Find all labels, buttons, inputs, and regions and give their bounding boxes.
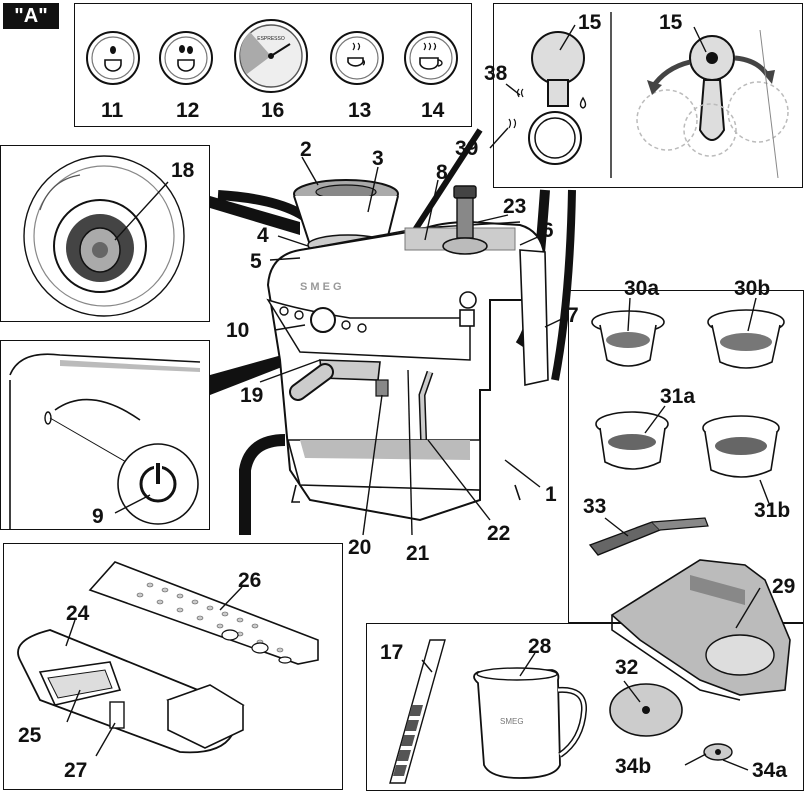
gauge-word: ESPRESSO bbox=[257, 36, 285, 42]
callout-28: 28 bbox=[528, 635, 552, 658]
callout-2: 2 bbox=[300, 138, 312, 161]
steam-knob-left bbox=[508, 31, 587, 165]
button-cup-steam-icon bbox=[330, 31, 384, 85]
pressure-gauge-icon: ESPRESSO bbox=[234, 19, 308, 93]
callout-29: 29 bbox=[772, 575, 796, 598]
callout-19: 19 bbox=[240, 384, 264, 407]
callout-14: 14 bbox=[421, 99, 445, 122]
callout-39: 39 bbox=[455, 137, 479, 160]
jug-brand: SMEG bbox=[500, 717, 524, 726]
callout-17: 17 bbox=[380, 641, 404, 664]
callout-1: 1 bbox=[545, 483, 557, 506]
callout-4: 4 bbox=[257, 224, 269, 247]
callout-8: 8 bbox=[436, 161, 448, 184]
callout-7: 7 bbox=[567, 304, 579, 327]
drip-tray-parts bbox=[17, 561, 319, 754]
callout-23: 23 bbox=[503, 195, 527, 218]
callout-38: 38 bbox=[484, 62, 508, 85]
cleaning-tool bbox=[588, 517, 709, 556]
callout-24: 24 bbox=[66, 602, 90, 625]
callout-34a: 34a bbox=[752, 759, 788, 782]
callout-10: 10 bbox=[226, 319, 250, 342]
lid-disc bbox=[609, 683, 683, 737]
callout-30b: 30b bbox=[734, 277, 771, 300]
test-strip bbox=[389, 639, 446, 784]
callout-25: 25 bbox=[18, 724, 42, 747]
callout-32: 32 bbox=[615, 656, 639, 679]
small-adapter bbox=[703, 743, 733, 761]
callout-31a: 31a bbox=[660, 385, 696, 408]
callout-11: 11 bbox=[101, 99, 124, 122]
milk-jug: SMEG bbox=[473, 667, 587, 779]
leader-lines bbox=[65, 24, 771, 771]
callout-16: 16 bbox=[261, 99, 285, 122]
grinder-burr bbox=[23, 155, 185, 317]
callout-21: 21 bbox=[406, 542, 430, 565]
callout-31b: 31b bbox=[754, 499, 791, 522]
callout-26: 26 bbox=[238, 569, 262, 592]
callout-33: 33 bbox=[583, 495, 607, 518]
brand-letters: S M E G bbox=[300, 281, 342, 293]
power-detail-art bbox=[9, 353, 201, 530]
callout-15-left: 15 bbox=[578, 11, 602, 34]
button-single-cup-icon bbox=[86, 31, 140, 85]
steam-knob-right bbox=[636, 29, 789, 179]
callout-3: 3 bbox=[372, 147, 384, 170]
callout-5: 5 bbox=[250, 250, 262, 273]
filter-baskets bbox=[591, 309, 785, 478]
callout-13: 13 bbox=[348, 99, 372, 122]
button-large-cup-icon bbox=[404, 31, 458, 85]
callout-30a: 30a bbox=[624, 277, 660, 300]
figure-tag: "A" bbox=[3, 3, 59, 29]
button-double-bean-icon bbox=[159, 31, 213, 85]
callout-15-right: 15 bbox=[659, 11, 683, 34]
callout-20: 20 bbox=[348, 536, 372, 559]
knock-box bbox=[610, 559, 791, 701]
callout-18: 18 bbox=[171, 159, 195, 182]
callout-27: 27 bbox=[64, 759, 88, 782]
callout-9: 9 bbox=[92, 505, 104, 528]
coffee-machine: S M E G bbox=[217, 128, 576, 535]
callout-6: 6 bbox=[542, 219, 554, 242]
callout-12: 12 bbox=[176, 99, 200, 122]
callout-34b: 34b bbox=[615, 755, 652, 778]
callout-22: 22 bbox=[487, 522, 511, 545]
